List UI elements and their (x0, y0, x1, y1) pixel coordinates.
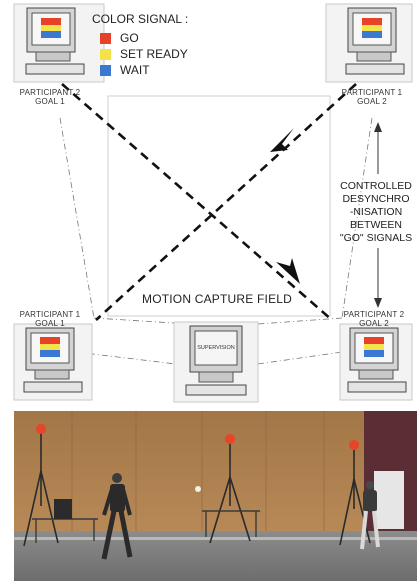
participant-label: PARTICIPANT 1 (341, 88, 403, 97)
field-label: MOTION CAPTURE FIELD (142, 292, 293, 306)
station-label-bottom-right: PARTICIPANT 2 GOAL 2 (334, 310, 414, 328)
participant-label: PARTICIPANT 2 (19, 88, 81, 97)
motion-capture-field (107, 95, 331, 317)
person-icon (101, 473, 133, 560)
tripod-icon (209, 443, 251, 544)
desync-note-line: -NISATION (349, 206, 403, 218)
desync-note: CONTROLLED DESYNCHRO -NISATION BETWEEN "… (336, 180, 416, 245)
path-participant-2 (61, 83, 333, 321)
station-label-top-right: PARTICIPANT 1 GOAL 2 (330, 88, 414, 106)
diagram-lines (13, 3, 413, 403)
legend-item-go: GO (100, 31, 139, 45)
yellow-swatch-icon (100, 48, 111, 60)
arrow-up-icon (374, 122, 382, 132)
tripod-icon (339, 449, 371, 546)
participant-label: PARTICIPANT 2 (343, 310, 405, 319)
legend-item-set-ready: SET READY (100, 47, 188, 61)
participant-label: PARTICIPANT 1 (19, 310, 81, 319)
desync-note-line: "GO" SIGNALS (339, 232, 413, 244)
person-icon (360, 481, 380, 550)
marker-light-icon (195, 486, 201, 492)
station-label-top-left: PARTICIPANT 2 GOAL 1 (10, 88, 90, 106)
goal-label: GOAL 2 (359, 319, 389, 328)
arrowhead-icon (270, 128, 294, 152)
desync-note-line: DESYNCHRO (342, 193, 410, 205)
tripod-icon (23, 433, 59, 547)
desync-note-line: CONTROLLED (340, 180, 412, 192)
legend-item-wait: WAIT (100, 63, 150, 77)
camera-light-icon (225, 434, 235, 444)
legend-item-label: WAIT (120, 63, 150, 77)
monitor-icon (339, 323, 413, 401)
goal-label: GOAL 1 (35, 97, 65, 106)
monitor-icon (13, 323, 93, 401)
legend-item-label: GO (120, 31, 139, 45)
station-label-bottom-left: PARTICIPANT 1 GOAL 1 (10, 310, 90, 328)
red-swatch-icon (100, 32, 111, 44)
goal-label: GOAL 2 (357, 97, 387, 106)
desync-note-line: BETWEEN (350, 219, 402, 231)
capture-room-photo (14, 411, 417, 581)
path-participant-1 (95, 83, 357, 321)
arrowhead-icon (276, 258, 300, 284)
supervision-monitor-icon (173, 321, 259, 403)
supervision-label: SUPERVISION (197, 345, 235, 351)
monitor-icon (13, 3, 105, 83)
computer-tower (54, 499, 72, 519)
camera-light-icon (36, 424, 46, 434)
arrow-down-icon (374, 298, 382, 308)
blue-swatch-icon (100, 64, 111, 76)
goal-label: GOAL 1 (35, 319, 65, 328)
monitor-icon (325, 3, 413, 83)
camera-light-icon (349, 440, 359, 450)
legend-item-label: SET READY (120, 47, 188, 61)
legend-title: COLOR SIGNAL : (92, 12, 189, 26)
